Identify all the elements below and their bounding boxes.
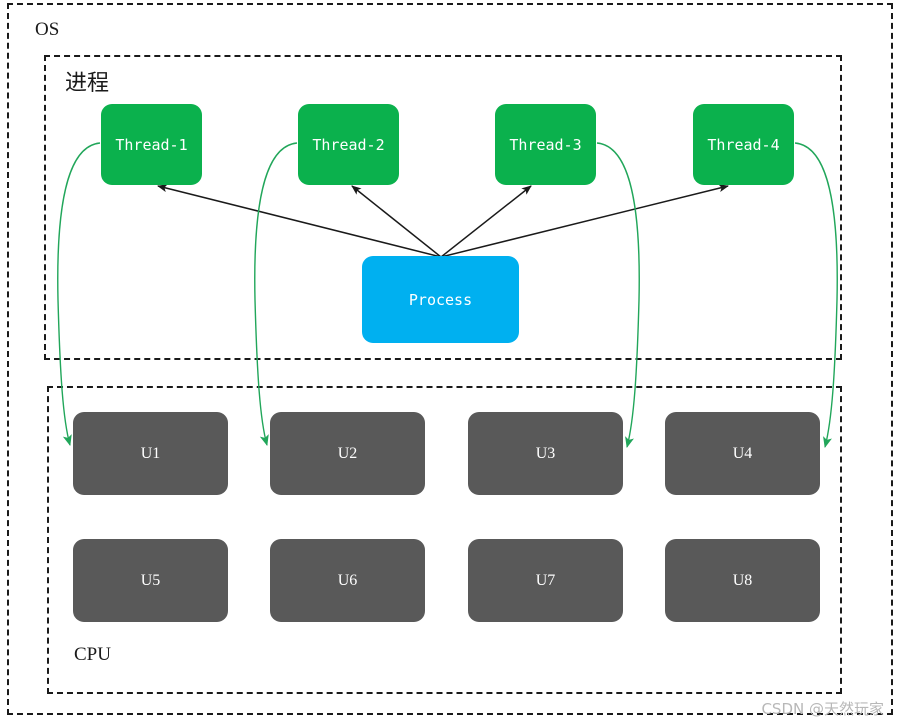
- process-container: [44, 55, 842, 360]
- thread-node-4-label: Thread-4: [707, 135, 780, 154]
- cpu-unit-7[interactable]: U7: [468, 539, 623, 622]
- cpu-unit-3[interactable]: U3: [468, 412, 623, 495]
- cpu-unit-1[interactable]: U1: [73, 412, 228, 495]
- cpu-unit-8[interactable]: U8: [665, 539, 820, 622]
- process-node-label: Process: [408, 290, 473, 309]
- thread-node-2[interactable]: Thread-2: [298, 104, 399, 185]
- watermark: CSDN @天然玩家: [761, 700, 884, 718]
- cpu-unit-3-label: U3: [535, 444, 556, 462]
- thread-node-1-label: Thread-1: [115, 135, 188, 154]
- cpu-unit-8-label: U8: [732, 571, 753, 589]
- os-container-label: OS: [35, 19, 60, 40]
- os-container: [7, 3, 893, 715]
- thread-node-2-label: Thread-2: [312, 135, 385, 154]
- cpu-unit-6[interactable]: U6: [270, 539, 425, 622]
- process-node[interactable]: Process: [362, 256, 519, 343]
- cpu-unit-1-label: U1: [140, 444, 161, 462]
- cpu-unit-4-label: U4: [732, 444, 753, 462]
- thread-node-4[interactable]: Thread-4: [693, 104, 794, 185]
- cpu-unit-5[interactable]: U5: [73, 539, 228, 622]
- cpu-container: [47, 386, 842, 694]
- thread-node-3-label: Thread-3: [509, 135, 582, 154]
- cpu-unit-4[interactable]: U4: [665, 412, 820, 495]
- thread-node-3[interactable]: Thread-3: [495, 104, 596, 185]
- thread-node-1[interactable]: Thread-1: [101, 104, 202, 185]
- cpu-container-label: CPU: [74, 644, 111, 665]
- cpu-unit-5-label: U5: [140, 571, 161, 589]
- cpu-unit-6-label: U6: [337, 571, 358, 589]
- process-container-label: 进程: [65, 71, 110, 96]
- cpu-unit-2[interactable]: U2: [270, 412, 425, 495]
- cpu-unit-7-label: U7: [535, 571, 556, 589]
- cpu-unit-2-label: U2: [337, 444, 358, 462]
